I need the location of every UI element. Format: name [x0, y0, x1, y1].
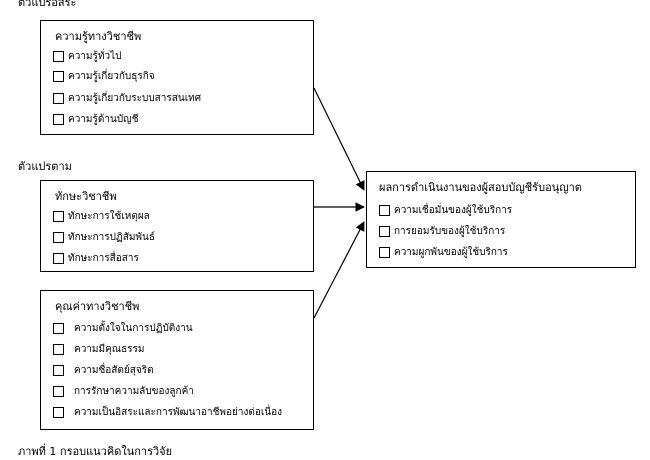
arrow-values-to-outcome: [313, 221, 365, 319]
arrow-knowledge-to-outcome: [313, 87, 365, 191]
knowledge-box: ความรู้ทางวิชาชีพ ความรู้ทั่วไป ความรู้เ…: [40, 20, 314, 135]
outcome-box-title: ผลการดำเนินงานของผู้สอบบัญชีรับอนุญาต: [379, 181, 582, 194]
checkbox-icon: [53, 344, 64, 355]
values-item: การรักษาความลับของลูกค้า: [53, 384, 194, 399]
values-box-title: คุณค่าทางวิชาชีพ: [55, 300, 140, 313]
knowledge-item: ความรู้ทั่วไป: [53, 49, 121, 64]
values-item: ความมีคุณธรรม: [53, 342, 145, 357]
checkbox-icon: [53, 71, 64, 82]
outcome-item: การยอมรับของผู้ใช้บริการ: [379, 224, 505, 239]
figure-caption: ภาพที่ 1 กรอบแนวคิดในการวิจัย: [18, 445, 173, 458]
checkbox-icon: [53, 211, 64, 222]
skills-item: ทักษะการใช้เหตุผล: [53, 209, 150, 224]
checkbox-icon: [53, 253, 64, 264]
arrows-layer: [313, 87, 365, 319]
outcome-box: ผลการดำเนินงานของผู้สอบบัญชีรับอนุญาต คว…: [366, 171, 636, 268]
checkbox-icon: [379, 205, 390, 216]
checkbox-icon: [379, 247, 390, 258]
values-box: คุณค่าทางวิชาชีพ ความตั้งใจในการปฏิบัติง…: [40, 290, 314, 430]
checkbox-icon: [53, 114, 64, 125]
outcome-item: ความผูกพันของผู้ใช้บริการ: [379, 245, 508, 260]
skills-box: ทักษะวิชาชีพ ทักษะการใช้เหตุผล ทักษะการป…: [40, 180, 314, 272]
checkbox-icon: [53, 232, 64, 243]
knowledge-item: ความรู้ด้านบัญชี: [53, 112, 138, 127]
checkbox-icon: [53, 51, 64, 62]
checkbox-icon: [53, 365, 64, 376]
checkbox-icon: [53, 323, 64, 334]
values-item: ความซื่อสัตย์สุจริต: [53, 363, 154, 378]
knowledge-box-title: ความรู้ทางวิชาชีพ: [55, 30, 142, 43]
checkbox-icon: [379, 226, 390, 237]
knowledge-item: ความรู้เกี่ยวกับธุรกิจ: [53, 69, 155, 84]
independent-variable-label: ตัวแปรอิสระ: [18, 0, 77, 9]
checkbox-icon: [53, 407, 64, 418]
skills-item: ทักษะการปฏิสัมพันธ์: [53, 230, 155, 245]
skills-box-title: ทักษะวิชาชีพ: [55, 190, 117, 203]
skills-item: ทักษะการสื่อสาร: [53, 251, 139, 266]
values-item: ความเป็นอิสระและการพัฒนาอาชีพอย่างต่อเนื…: [53, 405, 282, 420]
knowledge-item: ความรู้เกี่ยวกับระบบสารสนเทศ: [53, 91, 201, 106]
checkbox-icon: [53, 386, 64, 397]
values-item: ความตั้งใจในการปฏิบัติงาน: [53, 321, 193, 336]
outcome-item: ความเชื่อมั่นของผู้ใช้บริการ: [379, 203, 512, 218]
dependent-variable-label: ตัวแปรตาม: [18, 160, 72, 173]
checkbox-icon: [53, 93, 64, 104]
